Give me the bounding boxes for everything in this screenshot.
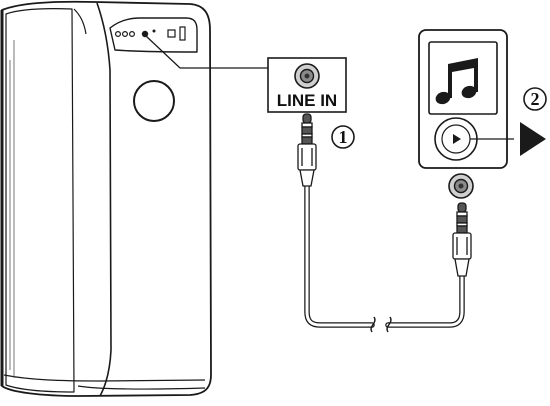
- tiny-dot-icon: [152, 29, 156, 33]
- speaker-control-panel: [114, 26, 186, 41]
- step-2-marker: 2: [523, 87, 547, 111]
- cable-break-mark: [370, 316, 376, 333]
- speaker-icon: [0, 0, 212, 397]
- indicator-dot-icon: [129, 31, 136, 38]
- usb-port-icon: [167, 29, 176, 38]
- audio-plug-icon: [297, 113, 317, 187]
- aux-port-icon: [448, 173, 474, 199]
- music-note-icon: [435, 58, 478, 105]
- aux-port-icon: [294, 63, 320, 89]
- line-in-callout: LINE IN: [267, 57, 347, 113]
- play-icon: [453, 134, 461, 144]
- music-player-icon: [418, 29, 508, 199]
- switch-icon: [179, 26, 186, 41]
- indicator-dot-icon: [114, 31, 121, 38]
- audio-cable: [304, 182, 465, 333]
- line-in-label: LINE IN: [277, 91, 337, 110]
- cable-break-mark: [386, 316, 392, 333]
- step-1-marker: 1: [331, 125, 355, 149]
- step-2-number: 2: [531, 89, 540, 109]
- step-1-number: 1: [339, 127, 348, 147]
- aux-port-icon: [141, 30, 149, 38]
- callout-leader-line: [145, 35, 268, 69]
- indicator-dot-icon: [121, 31, 128, 38]
- audio-plug-icon: [452, 202, 472, 277]
- play-arrow-icon: [520, 122, 546, 156]
